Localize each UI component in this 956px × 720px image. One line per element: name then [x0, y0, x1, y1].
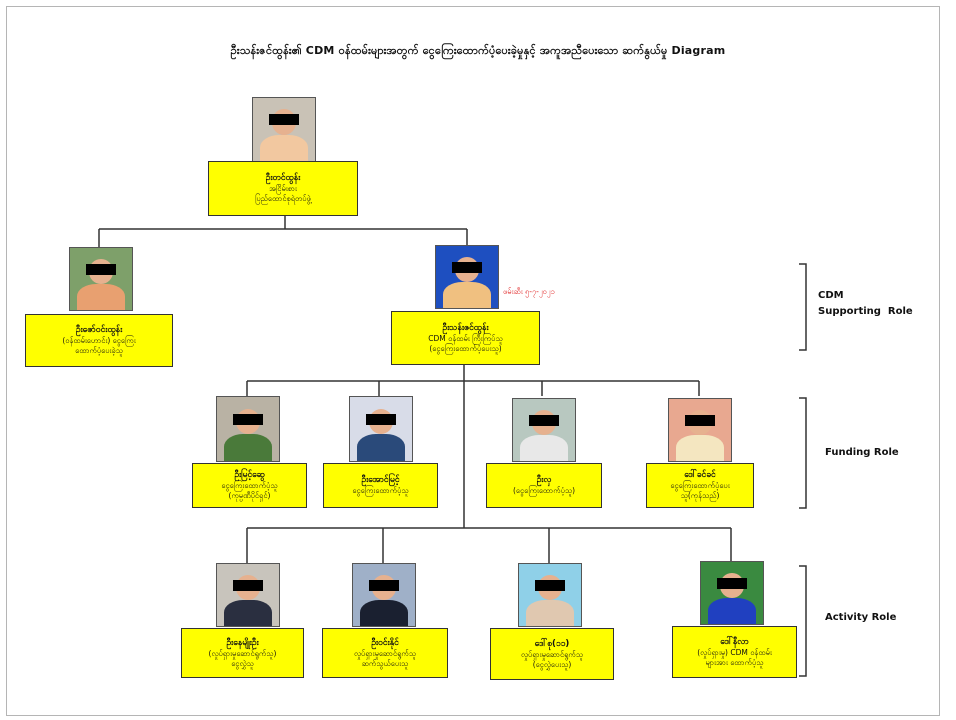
- photo-l2b: [435, 245, 499, 309]
- node-box-f2: ဦးအောင်မြင့် ငွေကြေးထောက်ပံ့သူ: [323, 463, 438, 508]
- node-name: ဒေါ်နီလာ: [720, 636, 749, 647]
- photo-a3-body: [526, 599, 574, 626]
- face-redaction-bar: [685, 415, 715, 426]
- node-desc: ပြည်ထောင်စုရဲတပ်ဖွဲ့: [255, 194, 311, 203]
- face-redaction-bar: [535, 580, 565, 591]
- face-redaction-bar: [233, 580, 263, 591]
- node-name: ဦးသန်းဇင်ထွန်း: [442, 322, 489, 333]
- node-box-f3: ဦးလှ (ငွေကြေးထောက်ပံ့သူ): [486, 463, 602, 508]
- photo-f1-body: [224, 434, 272, 461]
- photo-f3: [512, 398, 576, 462]
- face-redaction-bar: [86, 264, 116, 275]
- node-name: ဦးနေမျိုးဦး: [226, 637, 259, 648]
- node-name: ဦးဝင်းနိုင်: [371, 637, 399, 648]
- node-desc: (ကုမ္ပဏီပိုင်ရှင်): [228, 491, 271, 500]
- node-box-a4: ဒေါ်နီလာ (လှုပ်ရှားမှု) CDM ဝန်ထမ်း များ…: [672, 626, 797, 678]
- photo-f2-body: [357, 434, 405, 461]
- photo-a3: [518, 563, 582, 627]
- node-desc: ငွေကြေးထောက်ပံ့သူ: [352, 486, 409, 495]
- diagram-title: ဦးသန်းဇင်ထွန်း၏ CDM ဝန်ထမ်းများအတွက် ငွေ…: [230, 44, 726, 57]
- node-name: ဦးလှ: [536, 475, 552, 485]
- photo-a2: [352, 563, 416, 627]
- photo-a4-body: [708, 597, 756, 624]
- node-box-top: ဦးတင်ထွန်း အငြိမ်းစား ပြည်ထောင်စုရဲတပ်ဖွ…: [208, 161, 358, 216]
- node-box-l2b: ဦးသန်းဇင်ထွန်း CDM ဝန်ထမ်း ကြီးကြပ်သူ (င…: [391, 311, 540, 365]
- face-redaction-bar: [717, 578, 747, 589]
- role-bracket-cdm: [799, 263, 807, 351]
- node-desc: ငွေကြေးထောက်ပံ့သူ: [221, 481, 278, 490]
- photo-top-body: [260, 134, 308, 161]
- role-line-cdm: CDM: [818, 290, 844, 301]
- role-bracket-funding: [799, 397, 807, 509]
- node-box-l2a: ဦးဇော်ဝင်းထွန်း (ဝန်ထမ်းဟောင်း) ငွေကြေး …: [25, 314, 173, 367]
- node-desc: လှုပ်ရှားမှုဆောင်ရွက်သူ: [353, 648, 417, 658]
- role-label-activity: Activity Role: [825, 612, 897, 623]
- role-line-supporting: Supporting Role: [818, 306, 913, 317]
- arrest-date-label: ဖမ်းဆီး ၅-၇-၂၀၂၁: [503, 287, 555, 296]
- node-desc: (လှုပ်ရှားမှု) CDM ဝန်ထမ်း: [697, 647, 772, 657]
- node-box-f4: ဒေါ်ခင်ခင် ငွေကြေးထောက်ပံ့ပေး သူ(ကုန်သည်…: [646, 463, 754, 508]
- node-name: ဦးမြင့်ဆွေ: [234, 470, 265, 480]
- photo-a4: [700, 561, 764, 625]
- node-name: ဦးအောင်မြင့်: [361, 475, 400, 485]
- face-redaction-bar: [369, 580, 399, 591]
- photo-f2: [349, 396, 413, 462]
- role-bracket-activity: [799, 565, 807, 677]
- node-box-a1: ဦးနေမျိုးဦး (လှုပ်ရှားမှုဆောင်ရွက်သူ) ငွ…: [181, 628, 304, 678]
- photo-l2a-body: [77, 283, 125, 310]
- photo-f4: [668, 398, 732, 462]
- photo-l2b-body: [443, 281, 491, 308]
- photo-f4-body: [676, 434, 724, 461]
- node-box-a3: ဒေါ်စု(၁၁) လှုပ်ရှားမှုဆောင်ရွက်သူ (ငွေလ…: [490, 628, 614, 680]
- face-redaction-bar: [269, 114, 299, 126]
- node-desc: (လှုပ်ရှားမှုဆောင်ရွက်သူ): [208, 648, 277, 658]
- node-desc: ဆက်သွယ်ပေးသူ: [361, 658, 409, 668]
- node-desc: များအား ထောက်ပံ့သူ: [705, 657, 764, 667]
- node-box-f1: ဦးမြင့်ဆွေ ငွေကြေးထောက်ပံ့သူ (ကုမ္ပဏီပို…: [192, 463, 307, 508]
- node-desc: (ဝန်ထမ်းဟောင်း) ငွေကြေး: [62, 336, 136, 345]
- face-redaction-bar: [366, 413, 396, 425]
- photo-f3-body: [520, 434, 568, 461]
- face-redaction-bar: [233, 413, 263, 425]
- node-desc: ငွေလွှဲသူ: [231, 658, 254, 668]
- node-desc: (ငွေကြေးထောက်ပံ့သူ): [512, 486, 576, 495]
- role-label-cdm-supporting: CDM Supporting Role: [818, 288, 913, 320]
- photo-a2-body: [360, 599, 408, 626]
- role-label-funding: Funding Role: [825, 447, 899, 458]
- face-redaction-bar: [529, 415, 559, 426]
- photo-f1: [216, 396, 280, 462]
- node-name: ဒေါ်စု(၁၁): [534, 638, 570, 649]
- photo-a1: [216, 563, 280, 627]
- node-name: ဦးဇော်ဝင်းထွန်း: [75, 325, 123, 335]
- node-desc: ငွေကြေးထောက်ပံ့ပေး: [670, 481, 730, 490]
- node-desc: ထောက်ပံ့ပေးခဲ့သူ: [75, 346, 123, 355]
- photo-top: [252, 97, 316, 162]
- photo-l2a: [69, 247, 133, 311]
- node-name: ဦးတင်ထွန်း: [265, 173, 301, 183]
- node-desc: သူ(ကုန်သည်): [680, 491, 720, 500]
- photo-a1-body: [224, 599, 272, 626]
- face-redaction-bar: [452, 262, 482, 273]
- node-desc: လှုပ်ရှားမှုဆောင်ရွက်သူ: [520, 649, 584, 659]
- node-desc: အငြိမ်းစား: [269, 184, 297, 193]
- node-box-a2: ဦးဝင်းနိုင် လှုပ်ရှားမှုဆောင်ရွက်သူ ဆက်သ…: [322, 628, 448, 678]
- node-desc: (ငွေလွှဲပေးသူ): [532, 659, 572, 669]
- node-name: ဒေါ်ခင်ခင်: [684, 470, 716, 480]
- node-desc: (ငွေကြေးထောက်ပံ့ပေးသူ): [429, 343, 502, 353]
- node-desc: CDM ဝန်ထမ်း ကြီးကြပ်သူ: [428, 333, 503, 343]
